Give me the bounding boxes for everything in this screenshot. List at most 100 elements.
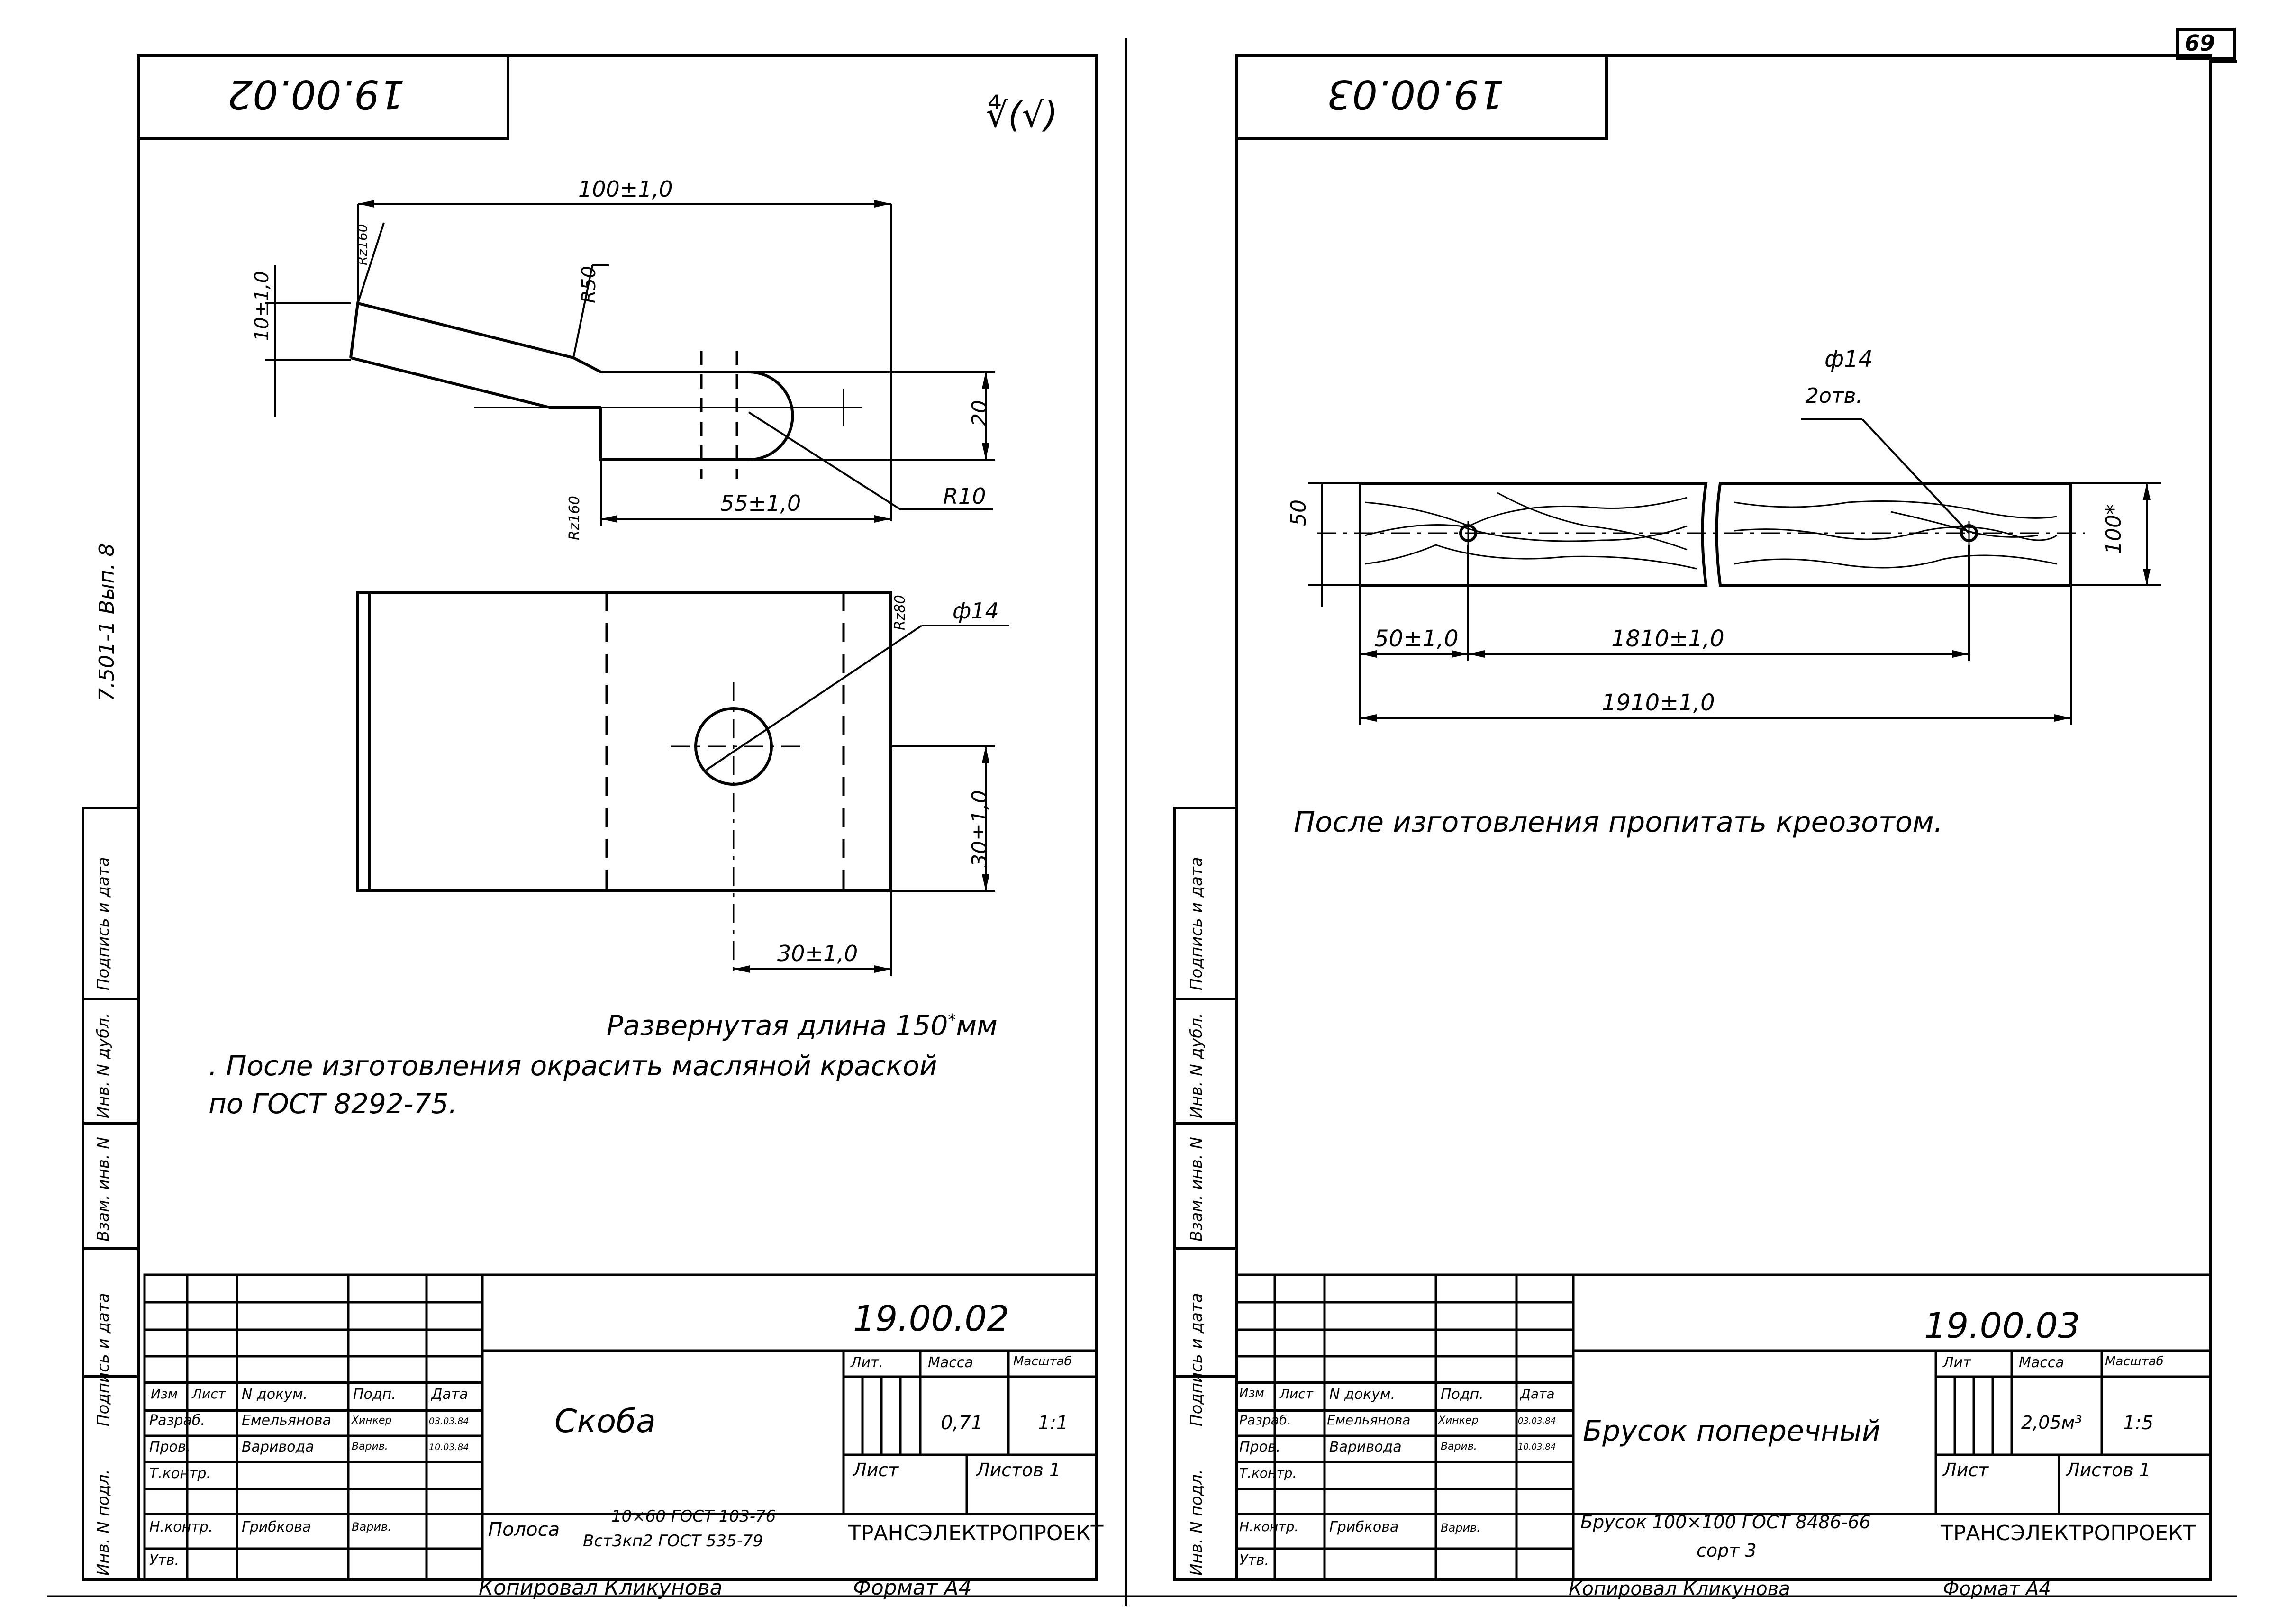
right-stamp-vzam: Взам. инв. N [1187,1137,1206,1242]
left-part-name: Скоба [554,1403,656,1440]
bracket-flat-dims [734,745,995,976]
right-sign-prov: Варив. [1441,1441,1477,1452]
left-name-prov: Варивода [242,1439,314,1455]
timber-beam [1317,482,2085,587]
note-paint-line1: . После изготовления окрасить масляной к… [209,1050,937,1082]
left-stamp-inv-dubl: Инв. N дубл. [94,1013,113,1118]
right-row-utv: Утв. [1239,1552,1269,1569]
left-lit-label: Лит. [851,1354,884,1371]
right-stamp-podp: Подпись и дата [1187,1293,1206,1426]
left-designation-flipped: 19.00.02 [227,71,405,118]
dim-1810: 1810±1,0 [1611,626,1724,652]
right-date-prov: 10.03.84 [1518,1442,1556,1452]
right-hdr-list: Лист [1280,1386,1313,1402]
left-scale: 1:1 [1038,1412,1069,1434]
dim-10: 10±1,0 [251,271,273,341]
note-developed-length: Развернутая длина 150*мм [607,1009,998,1042]
right-stamp-inv-dubl: Инв. N дубл. [1187,1013,1206,1118]
dim-50-vertical: 50 [1287,499,1311,526]
left-organization: ТРАНСЭЛЕКТРОПРОЕКТ [848,1521,1104,1545]
dim-20: 20 [968,400,992,426]
right-material-line2: сорт 3 [1697,1540,1757,1561]
page-number-box [2176,28,2236,60]
note-creosote: После изготовления пропитать креозотом. [1294,806,1943,839]
right-hdr-podp: Подп. [1441,1386,1484,1403]
timber-beam-dims [1308,418,2161,725]
left-title-block-grid [143,1273,1098,1581]
right-scale-label: Масштаб [2105,1354,2164,1369]
left-stamp-podp-top: Подпись и дата [94,857,113,990]
left-row-prov: Пров. [149,1439,191,1455]
right-date-razrab: 03.03.84 [1518,1416,1556,1426]
left-sheets-label: Листов 1 [976,1460,1061,1480]
right-row-nkontr: Н.контр. [1239,1519,1299,1534]
dim-rz160-top: Rz160 [354,224,370,265]
bracket-profile [349,301,862,479]
dim-r50: R50 [578,266,600,303]
right-row-tkontr: Т.контр. [1239,1465,1297,1481]
right-sheet-label: Лист [1943,1460,1989,1480]
right-sign-razrab: Хинкер [1438,1415,1479,1426]
left-scale-label: Масштаб [1013,1354,1072,1369]
right-organization: ТРАНСЭЛЕКТРОПРОЕКТ [1941,1521,2196,1545]
right-name-razrab: Емельянова [1327,1412,1411,1428]
right-stamp-podp-top: Подпись и дата [1187,857,1206,990]
dim-100: 100±1,0 [578,176,673,202]
left-stamp-inv-podl: Инв. N подл. [94,1469,113,1576]
note-paint-line2: по ГОСТ 8292-75. [209,1088,457,1120]
left-name-nkontr: Грибкова [242,1519,311,1535]
right-name-nkontr: Грибкова [1329,1519,1399,1535]
right-designation-flipped: 19.00.03 [1327,71,1505,118]
right-part-name: Брусок поперечный [1583,1415,1880,1448]
dim-30-vertical: 30±1,0 [968,790,992,867]
right-title-block-grid [1235,1273,2212,1581]
left-mass: 0,71 [941,1412,983,1434]
dim-rz160-bottom: Rz160 [566,496,583,540]
dim-55: 55±1,0 [720,490,801,516]
left-doc-number: 19.00.02 [853,1298,1009,1339]
page-number: 69 [2185,30,2215,56]
left-row-tkontr: Т.контр. [149,1465,211,1482]
left-hdr-list: Лист [192,1386,226,1402]
right-format: Формат А4 [1943,1578,2051,1600]
dim-rz80: Rz80 [892,595,908,630]
bracket-flat [356,591,1009,976]
right-row-prov: Пров. [1239,1439,1281,1455]
left-stamp-podp: Подпись и дата [94,1293,113,1426]
left-sign-prov: Варив. [352,1441,388,1452]
left-sheet-label: Лист [853,1460,899,1480]
dim-50-horizontal: 50±1,0 [1374,626,1459,652]
left-sign-razrab: Хинкер [352,1415,392,1426]
right-hdr-izm: Изм [1239,1386,1264,1400]
right-mass-label: Масса [2019,1354,2064,1371]
right-material-line1: Брусок 100×100 ГОСТ 8486-66 [1580,1512,1871,1533]
left-material-num: 10×60 ГОСТ 103-76 [611,1507,776,1526]
dim-1910: 1910±1,0 [1602,690,1715,716]
right-doc-number: 19.00.03 [1924,1306,2080,1346]
right-hdr-data: Дата [1520,1386,1555,1402]
left-stamp-vzam: Взам. инв. N [94,1137,113,1242]
left-hdr-data: Дата [431,1386,468,1403]
left-name-razrab: Емельянова [242,1412,331,1429]
left-date-prov: 10.03.84 [429,1442,469,1452]
left-row-razrab: Разраб. [149,1412,205,1429]
left-row-nkontr: Н.контр. [149,1519,213,1535]
side-code: 7.501-1 Вып. 8 [95,543,119,701]
right-sheets-label: Листов 1 [2066,1460,2151,1480]
dim-phi14-right: ф14 [1824,346,1873,372]
left-sign-nkontr: Варив. [352,1520,391,1533]
right-hdr-ndoc: N докум. [1329,1386,1396,1403]
right-mass: 2,05м³ [2021,1412,2082,1433]
left-copied-by: Копировал Кликунова [479,1576,723,1600]
left-hdr-ndoc: N докум. [242,1386,308,1403]
dim-holes: 2отв. [1806,384,1863,408]
right-lit-label: Лит [1943,1354,1971,1371]
left-material-den: Вст3кп2 ГОСТ 535-79 [583,1532,763,1551]
roughness-mark: ∜(√) [986,95,1058,136]
dim-r10: R10 [943,483,986,509]
left-date-razrab: 03.03.84 [429,1416,469,1426]
right-row-razrab: Разраб. [1239,1412,1292,1428]
left-hdr-podp: Подп. [353,1386,396,1403]
dim-100-vertical: 100* [2102,504,2126,554]
